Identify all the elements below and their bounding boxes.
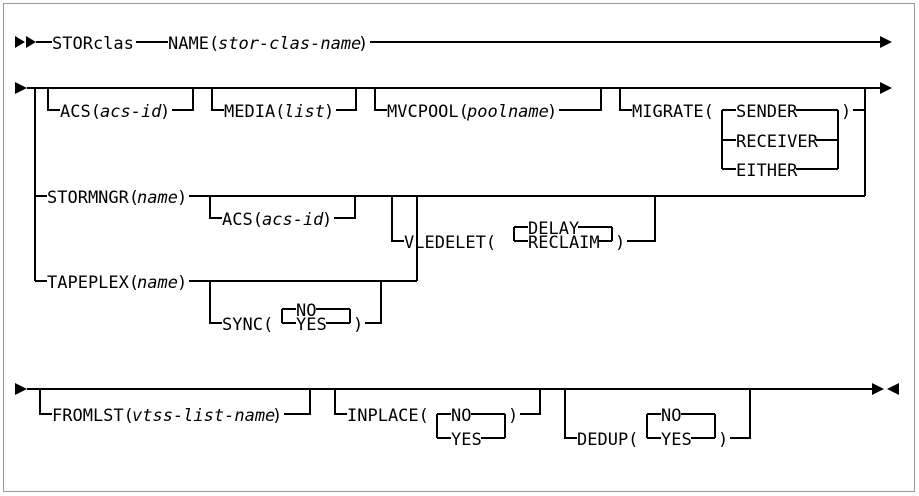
tapeplex-open-keyword: TAPEPLEX( [47,273,139,293]
sync-close-paren: ) [353,315,363,335]
vledelet-delay-choice: DELAY [528,219,579,239]
media-exit-bracket [336,88,357,111]
stormngr-acs-enter-bracket [209,196,222,219]
row4-end-arrow-left-icon [887,383,899,395]
mvcpool-open-keyword: MVCPOOL( [387,102,469,122]
migrate-exit-bracket [853,88,866,111]
mvcpool-enter-bracket [374,88,387,111]
row1-continue-arrow-icon [880,36,892,48]
vledelet-open-keyword: VLEDELET( [404,233,496,253]
fromlst-close-paren: ) [272,406,282,426]
vledelet-exit-bracket [627,196,656,242]
row-3-group: STORMNGR( name ) ACS( acs-id ) VLEDELET( [34,88,866,335]
row2-start-arrow-icon [15,82,27,94]
fromlst-exit-bracket [284,389,311,415]
option-acs-row2: ACS( acs-id ) [47,88,194,122]
stormngr-acs-close-paren: ) [322,210,332,230]
migrate-close-paren: ) [841,102,851,122]
row4-end-arrow-right-icon [872,383,884,395]
row-1-group: STORclas NAME( stor-clas-name ) [15,34,892,54]
dedup-exit-bracket [730,389,751,439]
sync-open-keyword: SYNC( [222,315,273,335]
alternative-stormngr: STORMNGR( name ) ACS( acs-id ) VLEDELET( [35,88,866,253]
option-mvcpool-row2: MVCPOOL( poolname ) [374,88,602,122]
row4-start-arrow-icon [15,383,27,395]
mvcpool-close-paren: ) [547,102,557,122]
media-open-keyword: MEDIA( [224,102,285,122]
tapeplex-name-variable: name [137,273,178,293]
option-vledelet-stormngr: VLEDELET( DELAY RECLAIM ) [391,196,656,253]
option-fromlst: FROMLST( vtss-list-name ) [39,389,311,426]
migrate-enter-bracket [619,88,632,111]
vledelet-enter-bracket [391,196,404,242]
option-dedup: DEDUP( NO YES ) [564,389,751,450]
migrate-sender-choice: SENDER [736,102,798,122]
acs-exit-bracket [172,88,194,111]
sync-exit-bracket [365,281,382,324]
media-close-paren: ) [324,102,334,122]
row2-continue-arrow-icon [880,82,892,94]
sync-no-choice: NO [296,301,316,321]
vledelet-reclaim-choice: RECLAIM [528,233,600,253]
inplace-no-choice: NO [451,406,471,426]
name-open-keyword: NAME( [168,34,219,54]
sync-enter-bracket [209,281,222,324]
storclas-keyword: STORclas [52,34,134,54]
dedup-close-paren: ) [718,430,728,450]
tapeplex-close-paren: ) [177,273,187,293]
inplace-close-paren: ) [508,406,518,426]
option-sync-tapeplex: SYNC( NO YES ) [209,281,382,335]
acs-enter-bracket [47,88,60,111]
dedup-yes-choice: YES [661,430,692,450]
vledelet-close-paren: ) [615,233,625,253]
row-2-group: ACS( acs-id ) MEDIA( list ) MVCPOOL( poo… [15,82,892,181]
sync-yes-choice: YES [296,315,327,335]
stor-clas-name-variable: stor-clas-name [218,34,361,54]
row-4-group: FROMLST( vtss-list-name ) INPLACE( NO YE… [15,383,899,450]
inplace-exit-bracket [520,389,541,415]
inplace-enter-bracket [334,389,347,415]
media-enter-bracket [211,88,224,111]
fromlst-open-keyword: FROMLST( [52,406,134,426]
stormngr-acs-id-variable: acs-id [262,210,324,230]
option-acs-stormngr: ACS( acs-id ) [209,196,356,230]
acs-id-variable: acs-id [100,102,162,122]
inplace-yes-choice: YES [451,430,482,450]
migrate-open-keyword: MIGRATE( [632,102,714,122]
start-arrow-2-icon [26,36,36,48]
stormngr-acs-exit-bracket [334,196,356,219]
vtss-list-name-variable: vtss-list-name [132,406,275,426]
option-inplace: INPLACE( NO YES ) [334,389,541,450]
fromlst-enter-bracket [39,389,52,415]
list-variable: list [284,102,325,122]
dedup-open-keyword: DEDUP( [577,430,638,450]
migrate-either-choice: EITHER [736,161,798,181]
stormngr-close-paren: ) [177,188,187,208]
inplace-open-keyword: INPLACE( [347,406,429,426]
migrate-receiver-choice: RECEIVER [736,132,819,152]
option-media-row2: MEDIA( list ) [211,88,357,122]
start-arrow-1-icon [15,36,25,48]
mvcpool-exit-bracket [559,88,602,111]
name-close-paren: ) [358,34,368,54]
alternative-tapeplex: TAPEPLEX( name ) SYNC( NO YES [35,196,418,335]
poolname-variable: poolname [466,102,549,122]
stormngr-acs-open-keyword: ACS( [222,210,263,230]
acs-open-keyword: ACS( [60,102,101,122]
stormngr-name-variable: name [137,188,178,208]
acs-close-paren: ) [160,102,170,122]
dedup-enter-bracket [564,389,577,439]
dedup-no-choice: NO [661,406,681,426]
stormngr-open-keyword: STORMNGR( [47,188,139,208]
option-migrate-row2: MIGRATE( SENDER RECEIVER EITHER ) [619,88,866,181]
